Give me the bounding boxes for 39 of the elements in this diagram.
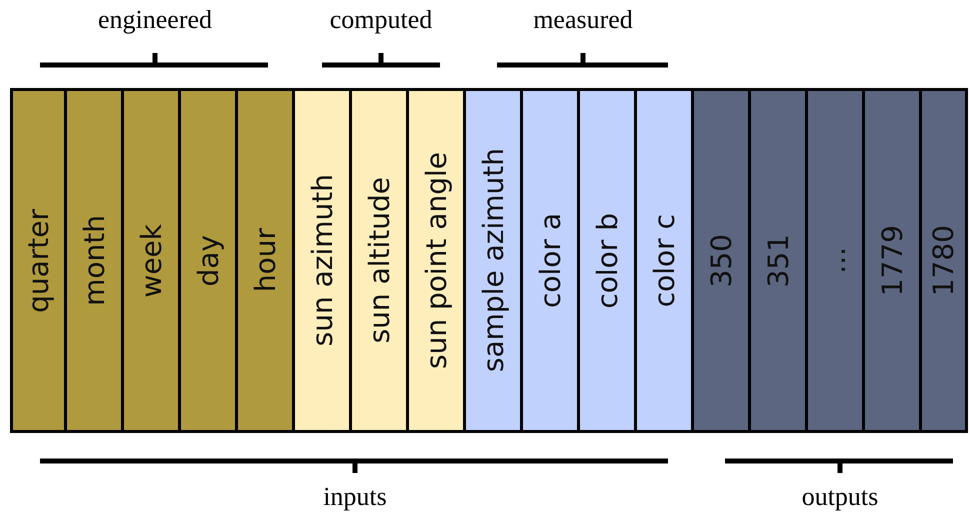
column-label: color a xyxy=(534,212,566,308)
group-label: outputs xyxy=(802,482,878,512)
table-column-cell xyxy=(10,88,67,433)
table-column-cell xyxy=(121,88,181,433)
column-label: sun azimuth xyxy=(306,174,338,347)
table-column-cell xyxy=(463,88,523,433)
table-column-cell xyxy=(634,88,694,433)
table-column-cell xyxy=(349,88,409,433)
column-label: quarter xyxy=(22,208,55,312)
column-label: color b xyxy=(590,212,624,308)
table-column-cell xyxy=(292,88,352,433)
table-column-cell xyxy=(691,88,751,433)
table-column-cell xyxy=(64,88,124,433)
table-column-cell xyxy=(577,88,637,433)
group-label: measured xyxy=(533,5,633,35)
column-label: 1780 xyxy=(927,224,960,296)
table-column-cell xyxy=(406,88,466,433)
column-label: 351 xyxy=(762,234,794,288)
group-label: computed xyxy=(330,5,432,35)
group-label: engineered xyxy=(98,5,212,35)
table-column-cell xyxy=(862,88,922,433)
column-label: week xyxy=(134,224,168,298)
column-label: color c xyxy=(648,214,680,308)
column-label: 1779 xyxy=(876,224,908,296)
column-label: day xyxy=(192,234,224,286)
table-column-cell xyxy=(178,88,238,433)
column-label: month xyxy=(78,215,110,306)
column-label: ... xyxy=(818,247,852,274)
table-column-cell xyxy=(235,88,295,433)
column-label: sample azimuth xyxy=(476,148,510,373)
column-label: 350 xyxy=(704,234,738,288)
table-column-cell xyxy=(805,88,865,433)
column-label: sun point angle xyxy=(420,152,452,369)
table-column-cell xyxy=(919,88,968,433)
table-column-cell xyxy=(748,88,808,433)
table-column-cell xyxy=(520,88,580,433)
column-label: sun altitude xyxy=(362,177,396,344)
column-label: hour xyxy=(248,228,282,293)
group-label: inputs xyxy=(323,482,387,512)
